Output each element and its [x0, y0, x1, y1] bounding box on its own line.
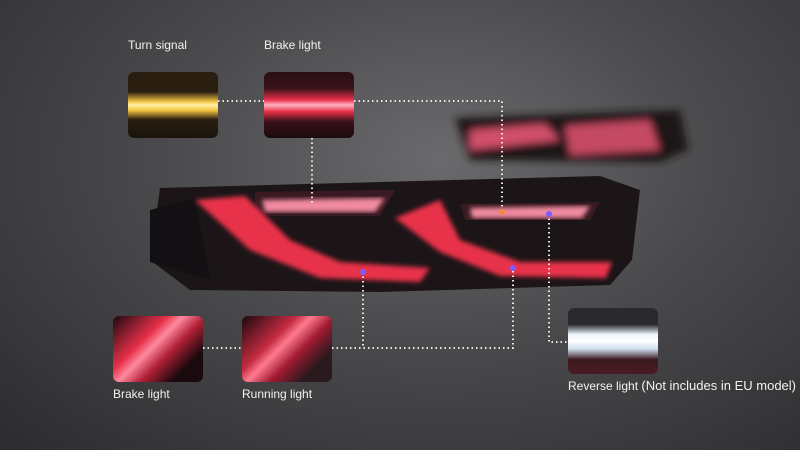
brake-light-top-thumbnail [264, 72, 354, 138]
turn-signal-thumbnail [128, 72, 218, 138]
reverse-light-label: Reverse light (Not includes in EU model) [568, 378, 796, 393]
brake-light-bottom-thumbnail [113, 316, 203, 382]
background-taillight [455, 110, 688, 162]
reverse-light-note: (Not includes in EU model) [641, 378, 796, 393]
running-light-label: Running light [242, 387, 313, 401]
running-light-thumbnail [242, 316, 332, 382]
reverse-light-thumbnail [568, 308, 658, 374]
connector-lines [203, 100, 568, 349]
turn-signal-label: Turn signal [128, 38, 187, 52]
main-taillight [150, 176, 640, 292]
brake-light-top-label: Brake light [264, 38, 321, 52]
brake-light-bottom-label: Brake light [113, 387, 170, 401]
marker-dots [360, 209, 552, 275]
reverse-light-title: Reverse light [568, 379, 639, 393]
